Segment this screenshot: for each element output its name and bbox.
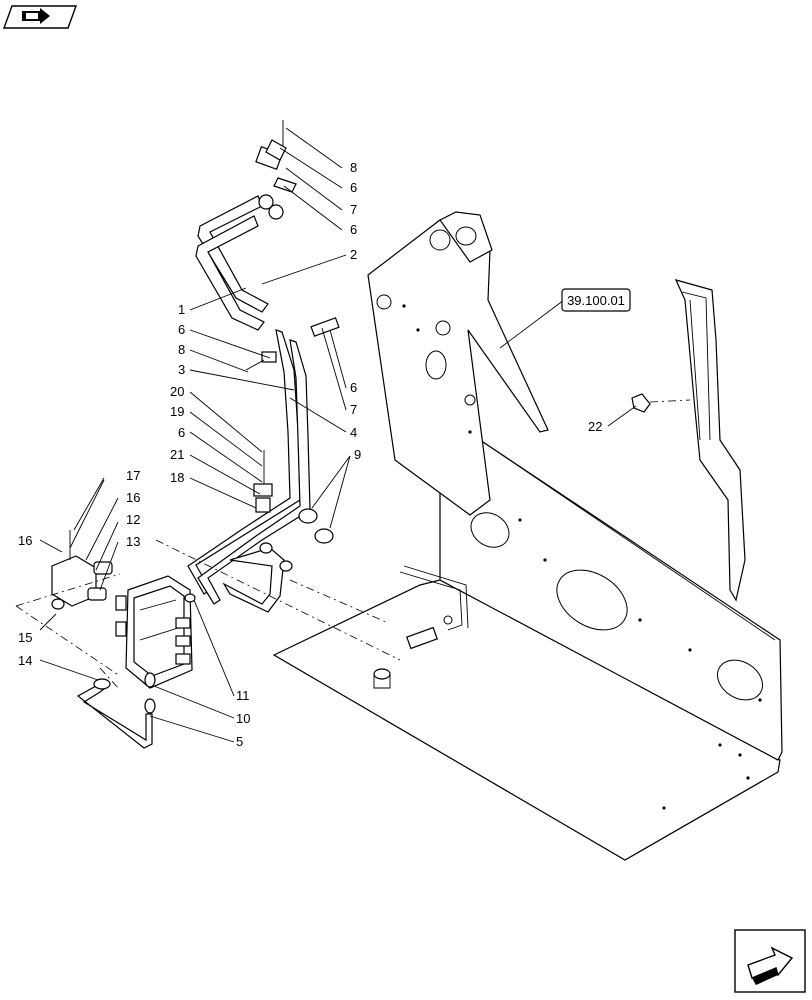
callout-15: 15 [18, 630, 32, 645]
drain-tube [76, 672, 156, 749]
callout-16-right: 16 [126, 490, 140, 505]
callout-19: 19 [170, 404, 184, 419]
pilot-valve [51, 530, 113, 610]
callout-labels: 8 6 7 6 2 1 6 8 3 6 7 4 20 19 6 21 18 9 … [18, 160, 602, 749]
callout-6-mid: 6 [178, 322, 185, 337]
grab-handle-part [631, 279, 746, 602]
callout-1: 1 [178, 302, 185, 317]
hydraulic-tubes [187, 120, 340, 613]
book-arrow-icon[interactable] [3, 5, 77, 29]
callout-16-left: 16 [18, 533, 32, 548]
callout-7-top: 7 [350, 202, 357, 217]
callout-13: 13 [126, 534, 140, 549]
callout-6-right: 6 [350, 380, 357, 395]
frame-assembly [272, 211, 783, 861]
leader-lines [39, 127, 637, 743]
callout-10: 10 [236, 711, 250, 726]
callout-17: 17 [126, 468, 140, 483]
callout-20: 20 [170, 384, 184, 399]
callout-14: 14 [18, 653, 32, 668]
callout-5: 5 [236, 734, 243, 749]
callout-2: 2 [350, 247, 357, 262]
callout-7-right: 7 [350, 402, 357, 417]
callout-22: 22 [588, 419, 602, 434]
callout-8-top: 8 [350, 160, 357, 175]
callout-12: 12 [126, 512, 140, 527]
callout-9: 9 [354, 447, 361, 462]
next-page-arrow-icon[interactable] [734, 929, 806, 993]
callout-11: 11 [236, 688, 250, 703]
callout-6-lower: 6 [178, 425, 185, 440]
callout-4: 4 [350, 425, 357, 440]
callout-3: 3 [178, 362, 185, 377]
callout-8-mid: 8 [178, 342, 185, 357]
reference-label: 39.100.01 [567, 293, 625, 308]
assembly-guide-lines [15, 539, 401, 691]
reference-box[interactable]: 39.100.01 [561, 288, 631, 312]
control-valve-block [115, 575, 196, 689]
callout-21: 21 [170, 447, 184, 462]
callout-18: 18 [170, 470, 184, 485]
callout-6-top-2: 6 [350, 222, 357, 237]
callout-6-top-1: 6 [350, 180, 357, 195]
